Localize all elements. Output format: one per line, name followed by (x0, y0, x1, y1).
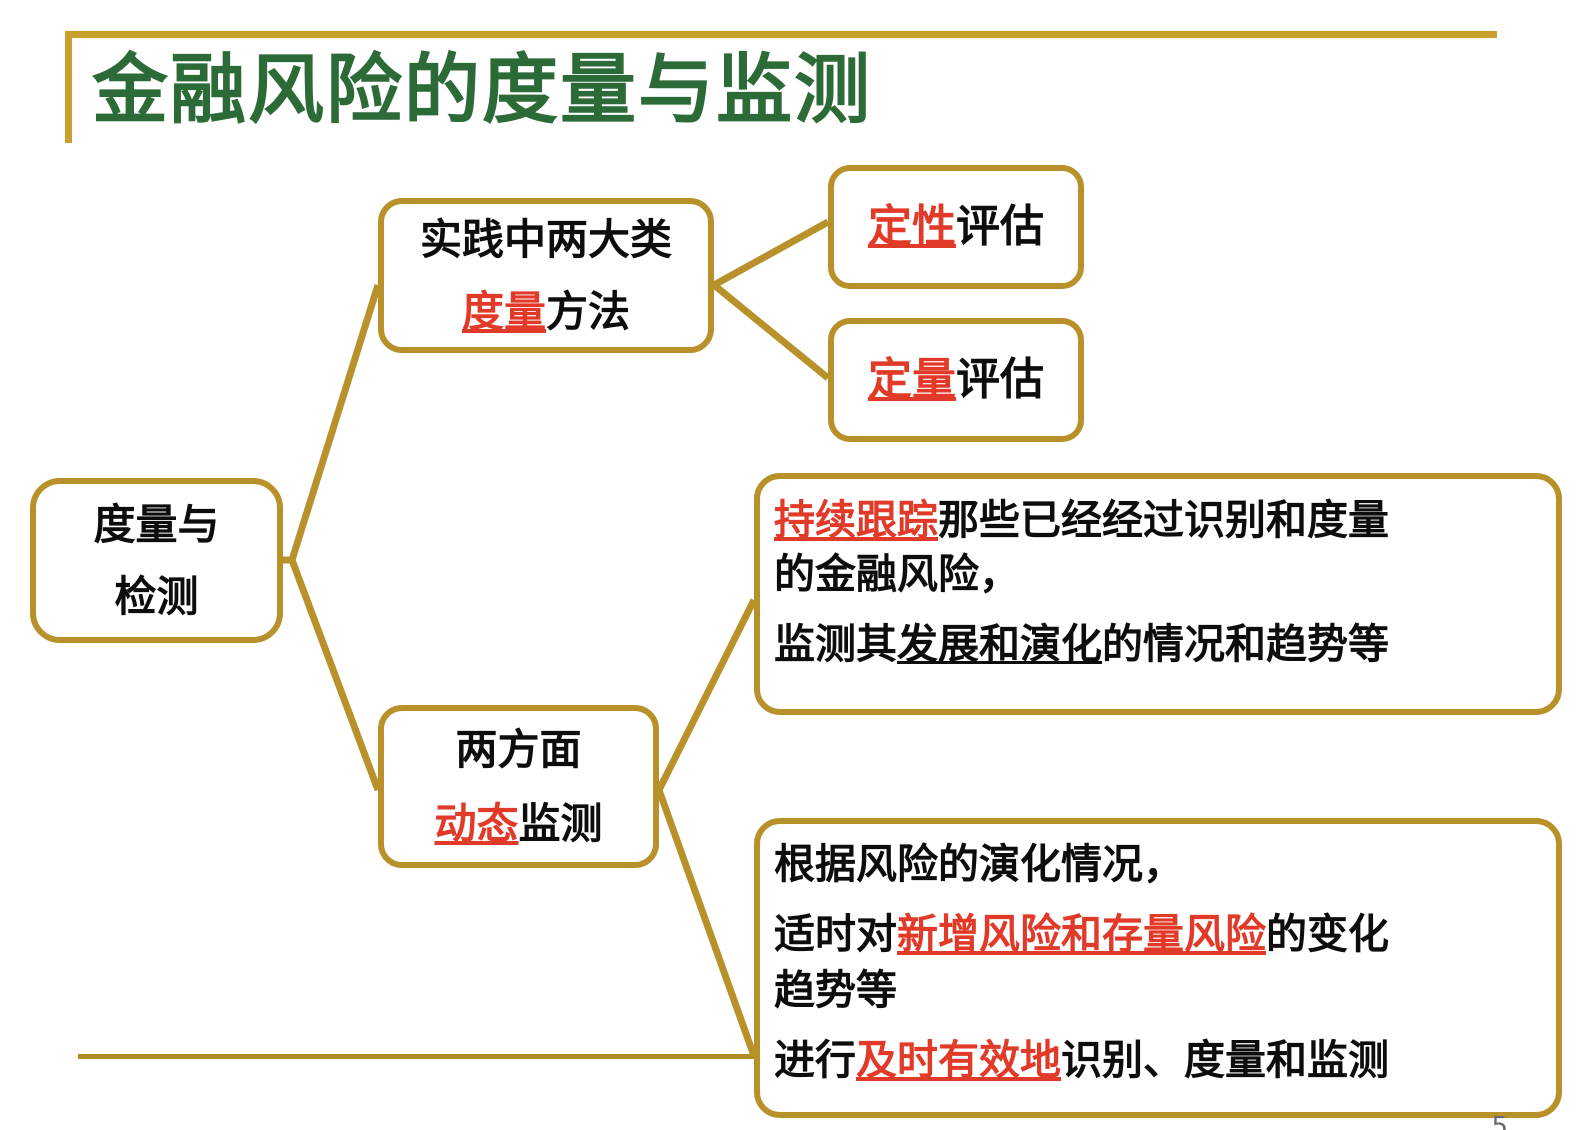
connector-methods-to-quantitative (711, 282, 831, 381)
node-aspects-line-1: 两方面 (455, 724, 582, 774)
node-evolution-highlight-1: 新增风险和存量风险 (897, 910, 1266, 958)
node-continuous-tracking[interactable]: 持续跟踪那些已经经过识别和度量 的金融风险， 监测其发展和演化的情况和趋势等 (754, 473, 1562, 715)
node-evolution-para2-suffix: 的变化 (1266, 910, 1389, 958)
node-root[interactable]: 度量与 检测 (30, 478, 283, 643)
node-evolution-para2-line1: 适时对新增风险和存量风险的变化 (774, 906, 1544, 962)
node-evolution-para3-suffix: 识别、度量和监测 (1061, 1036, 1389, 1084)
node-tracking-para1-rest: 那些已经经过识别和度量 (938, 496, 1389, 544)
node-tracking-highlight: 持续跟踪 (774, 496, 938, 544)
node-tracking-para1-line2: 的金融风险， (774, 550, 1020, 598)
node-evolution-para1: 根据风险的演化情况， (774, 840, 1184, 888)
node-evolution-spacer-2 (774, 1018, 1544, 1032)
node-measurement-methods[interactable]: 实践中两大类 度量方法 (378, 198, 714, 353)
node-quantitative-line: 定量评估 (868, 352, 1044, 408)
node-aspects-rest: 监测 (518, 798, 603, 848)
connector-root-to-aspects (288, 558, 382, 792)
node-root-line-2: 检测 (114, 571, 199, 621)
node-aspects-highlight: 动态 (434, 798, 519, 848)
node-root-line-1: 度量与 (93, 499, 220, 549)
node-quantitative-rest: 评估 (956, 354, 1044, 405)
node-evolution-para2-prefix: 适时对 (774, 910, 897, 958)
node-methods-rest: 方法 (546, 286, 631, 336)
node-tracking-para2: 监测其发展和演化的情况和趋势等 (774, 617, 1544, 671)
node-evolution-para2-line2: 趋势等 (774, 966, 897, 1014)
node-methods-highlight: 度量 (461, 286, 546, 336)
connector-root-to-methods (288, 283, 382, 562)
node-methods-line-1: 实践中两大类 (419, 214, 672, 264)
node-evolution-spacer-1 (774, 892, 1544, 906)
node-evolution-para3-prefix: 进行 (774, 1036, 856, 1084)
frame-bottom-rule (78, 1054, 758, 1059)
node-quantitative-assessment[interactable]: 定量评估 (828, 318, 1084, 442)
node-evolution-para3: 进行及时有效地识别、度量和监测 (774, 1032, 1544, 1088)
node-methods-line-2: 度量方法 (462, 276, 630, 348)
node-aspects-line-2: 动态监测 (434, 787, 602, 861)
connector-methods-to-qualitative (712, 218, 830, 289)
node-tracking-para2-prefix: 监测其 (774, 620, 897, 668)
connector-aspects-to-evolution (655, 788, 758, 1058)
frame-top-rule (65, 31, 1497, 38)
node-tracking-para2-underline: 发展和演化 (897, 620, 1102, 668)
node-risk-evolution[interactable]: 根据风险的演化情况， 适时对新增风险和存量风险的变化 趋势等 进行及时有效地识别… (754, 818, 1562, 1118)
node-qualitative-assessment[interactable]: 定性评估 (828, 165, 1084, 289)
node-qualitative-line: 定性评估 (868, 199, 1044, 255)
node-quantitative-highlight: 定量 (868, 354, 956, 405)
node-qualitative-highlight: 定性 (868, 201, 956, 252)
node-tracking-spacer (774, 601, 1544, 617)
frame-left-rule (65, 31, 72, 143)
page-number: 5 (1491, 1112, 1508, 1130)
node-evolution-highlight-2: 及时有效地 (856, 1036, 1061, 1084)
page-title: 金融风险的度量与监测 (92, 45, 872, 134)
connector-aspects-to-tracking (655, 598, 758, 792)
node-tracking-para2-suffix: 的情况和趋势等 (1102, 620, 1389, 668)
node-qualitative-rest: 评估 (956, 201, 1044, 252)
node-tracking-para1-line1: 持续跟踪那些已经经过识别和度量 (774, 493, 1544, 547)
node-dynamic-monitoring[interactable]: 两方面 动态监测 (378, 705, 659, 868)
